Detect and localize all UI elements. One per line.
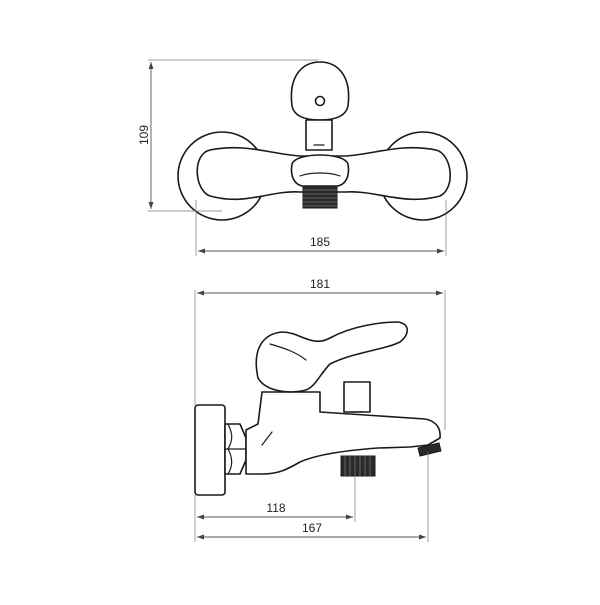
side-thread-offset-label: 118	[266, 501, 285, 515]
spout-top	[290, 154, 350, 187]
top-view: 109 185	[137, 59, 468, 256]
lever-handle-side	[255, 321, 409, 393]
aerator-tip	[417, 442, 442, 457]
side-spout-reach-label: 167	[302, 521, 322, 535]
hose-thread-top	[302, 185, 338, 209]
hose-thread-side	[340, 455, 376, 477]
handle-screw-icon	[314, 95, 326, 107]
diverter-knob-side	[343, 381, 371, 413]
lever-handle-top	[290, 61, 350, 121]
side-view: 181 118 167	[194, 277, 446, 542]
top-width-label: 185	[310, 235, 330, 249]
wall-flange-side	[194, 404, 226, 496]
side-length-label: 181	[310, 277, 330, 291]
diverter-knob-top	[305, 119, 333, 151]
top-height-label: 109	[137, 125, 151, 145]
mixer-body-side	[245, 391, 441, 475]
